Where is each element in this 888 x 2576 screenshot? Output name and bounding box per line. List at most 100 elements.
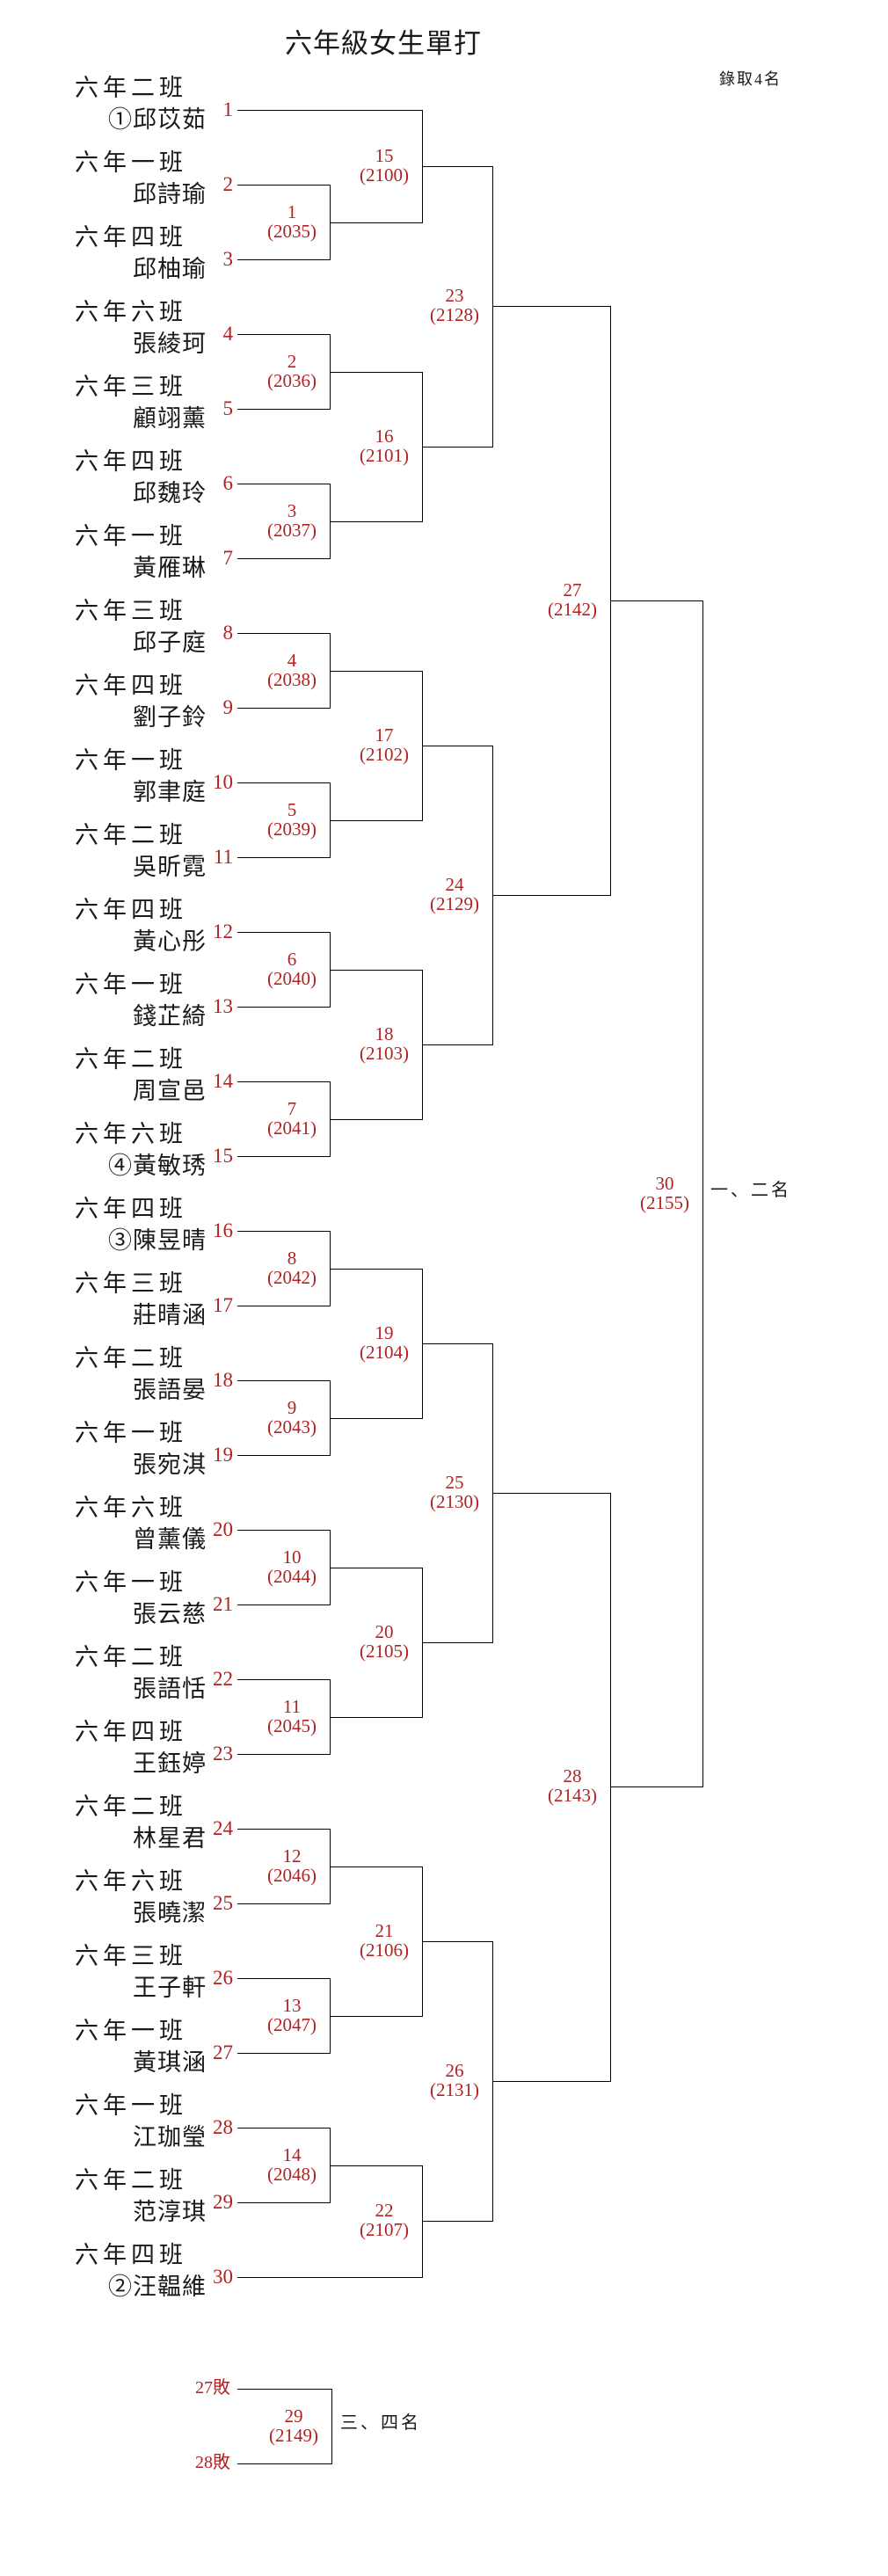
- seed-number: 22: [213, 1668, 233, 1690]
- match-out-line: [330, 1268, 422, 1270]
- match-label: 15(2100): [350, 146, 419, 185]
- match-label: 17(2102): [350, 725, 419, 764]
- player-line: [237, 1978, 330, 1979]
- player-class: 六年四班: [75, 224, 187, 251]
- third-rank-label: 三、四名: [340, 2413, 421, 2433]
- player-line: [237, 1829, 330, 1830]
- match-number: 1: [287, 200, 297, 222]
- player-line: [237, 1754, 330, 1755]
- match-number: 16: [375, 425, 394, 447]
- seed-number: 26: [213, 1967, 233, 1989]
- player-class: 六年四班: [75, 1196, 187, 1222]
- match-out-line: [330, 819, 422, 821]
- loser-of-28-label: 28敗: [195, 2453, 230, 2472]
- player-name: 錢芷綺: [133, 1003, 207, 1030]
- match-label: 19(2104): [350, 1323, 419, 1362]
- match-number: 10: [282, 1546, 302, 1568]
- seed-number: 15: [213, 1145, 233, 1167]
- match-time: (2106): [360, 1939, 409, 1961]
- seed-number: 6: [222, 472, 234, 494]
- match-label: 25(2130): [420, 1473, 489, 1511]
- match-out-line: [492, 306, 610, 308]
- player-line: [237, 857, 330, 858]
- match-time: (2104): [360, 1341, 409, 1363]
- player-line: [237, 1380, 330, 1381]
- player-line: [237, 1231, 330, 1232]
- player-name: 范淳琪: [133, 2199, 207, 2225]
- player-class: 六年一班: [75, 2018, 187, 2044]
- player-name: 林星君: [133, 1825, 207, 1852]
- player-line: [237, 782, 330, 783]
- seed-number: 25: [213, 1892, 233, 1914]
- third-place-line: [237, 2463, 331, 2464]
- player-name: 張語晏: [133, 1377, 207, 1403]
- match-number: 30: [655, 1172, 674, 1194]
- match-label: 7(2041): [258, 1099, 326, 1138]
- match-time: (2131): [430, 2078, 479, 2100]
- match-out-line: [422, 1641, 492, 1643]
- player-name: 曾薰儀: [133, 1526, 207, 1553]
- player-class: 六年二班: [75, 1794, 187, 1820]
- player-line: [237, 2202, 330, 2203]
- match-number: 19: [375, 1321, 394, 1343]
- player-name: ①邱苡茹: [108, 106, 207, 133]
- player-class: 六年一班: [75, 2092, 187, 2119]
- match-label: 12(2046): [258, 1846, 326, 1885]
- match-out-line: [422, 2221, 492, 2223]
- player-line: [237, 2053, 330, 2054]
- match-number: 18: [375, 1022, 394, 1044]
- match-label: 27(2142): [538, 580, 607, 619]
- match-connector: [702, 600, 703, 1788]
- match-time: (2103): [360, 1042, 409, 1064]
- seed-number: 21: [213, 1593, 233, 1615]
- player-class: 六年六班: [75, 1495, 187, 1521]
- match-number: 24: [445, 873, 464, 895]
- player-line: [237, 708, 330, 709]
- seed-number: 19: [213, 1444, 233, 1466]
- match-out-line: [422, 1940, 492, 1942]
- seed-number: 16: [213, 1219, 233, 1241]
- seed-number: 14: [213, 1070, 233, 1092]
- match-number: 15: [375, 144, 394, 166]
- match-number: 3: [287, 499, 297, 521]
- seed-number: 30: [213, 2266, 233, 2288]
- match-time: (2105): [360, 1640, 409, 1662]
- match-out-line: [330, 222, 422, 223]
- match-out-line: [330, 670, 422, 672]
- seed-number: 28: [213, 2116, 233, 2138]
- player-class: 六年二班: [75, 75, 187, 101]
- match-label: 11(2045): [258, 1697, 326, 1736]
- seed-number: 17: [213, 1294, 233, 1316]
- match-label: 23(2128): [420, 286, 489, 324]
- player-line: [237, 259, 330, 260]
- player-class: 六年四班: [75, 673, 187, 699]
- player-name: 劉子鈴: [133, 704, 207, 731]
- match-out-line: [492, 894, 610, 896]
- match-label: 3(2037): [258, 501, 326, 540]
- match-label: 2(2036): [258, 352, 326, 390]
- match-connector: [331, 2389, 332, 2464]
- match-number: 20: [375, 1620, 394, 1642]
- seed-number: 1: [222, 98, 234, 120]
- player-class: 六年四班: [75, 1719, 187, 1745]
- match-out-line: [422, 1343, 492, 1344]
- loser-of-27-label: 27敗: [195, 2378, 230, 2398]
- match-time: (2035): [267, 220, 317, 242]
- match-label: 10(2044): [258, 1547, 326, 1586]
- player-name: 張云慈: [133, 1601, 207, 1627]
- player-class: 六年二班: [75, 1046, 187, 1073]
- player-line: [237, 2277, 422, 2278]
- match-number: 23: [445, 285, 464, 307]
- player-name: 張綾珂: [133, 331, 207, 357]
- match-time: (2048): [267, 2163, 317, 2185]
- player-line: [237, 1679, 330, 1680]
- player-class: 六年四班: [75, 448, 187, 475]
- match-out-line: [610, 1786, 702, 1788]
- player-name: 黃雁琳: [133, 555, 207, 581]
- match-label: 16(2101): [350, 426, 419, 465]
- match-out-line: [330, 520, 422, 522]
- match-out-line: [330, 1716, 422, 1718]
- match-number: 28: [563, 1765, 582, 1787]
- match-time: (2041): [267, 1117, 317, 1139]
- match-out-line: [330, 371, 422, 373]
